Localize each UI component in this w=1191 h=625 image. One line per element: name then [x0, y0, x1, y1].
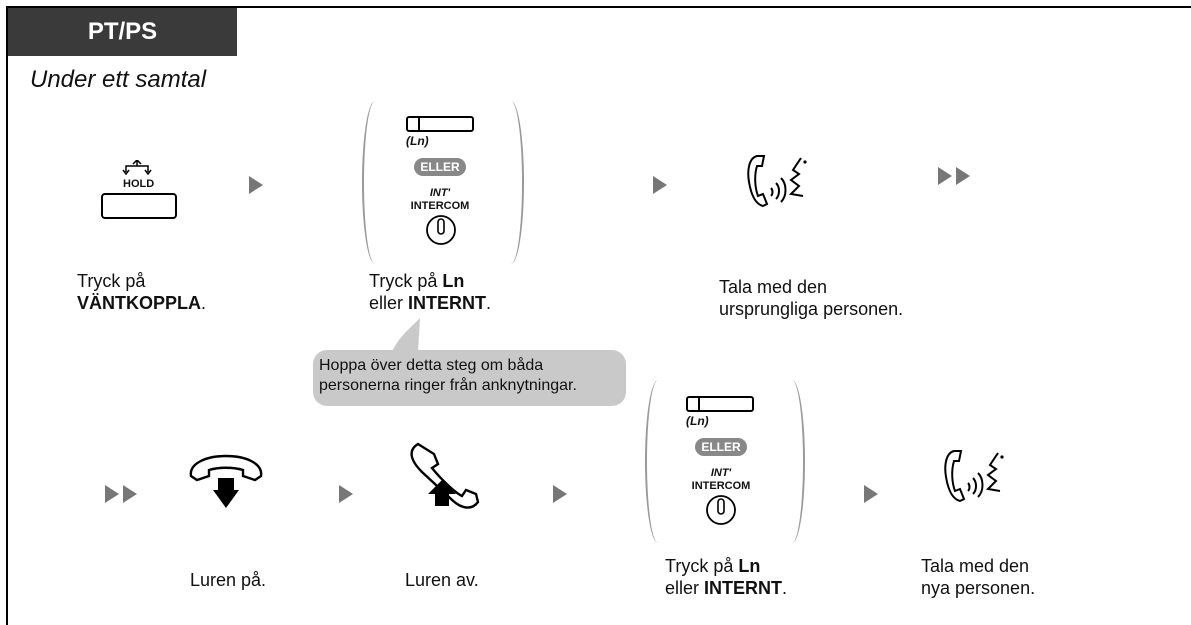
- intercom-key-label: INT' INTERCOM: [402, 187, 478, 213]
- step-arrow-icon: [553, 485, 567, 503]
- ln-key-icon: [686, 396, 754, 412]
- device-tab: PT/PS: [8, 8, 237, 56]
- caption-hold-bold: VÄNTKOPPLA: [77, 293, 202, 313]
- ln-key-label: (Ln): [686, 414, 709, 428]
- int-label: INT': [429, 187, 451, 199]
- ln-key-icon: [406, 116, 474, 132]
- caption-hang-up: Luren på.: [190, 570, 267, 590]
- talk-icon: [944, 450, 1004, 503]
- skip-note-line2: personerna ringer från anknytningar.: [319, 377, 577, 394]
- intercom-label: INTERCOM: [691, 480, 751, 492]
- step-arrow-icon: [864, 485, 878, 503]
- caption-internt-pre: eller: [665, 578, 705, 598]
- caption-talk-line2: ursprungliga personen.: [719, 299, 904, 319]
- handset-down-icon: [189, 454, 263, 508]
- subtitle: Under ett samtal: [30, 66, 207, 93]
- ln-key-label: (Ln): [406, 134, 429, 148]
- caption-ln-pre: Tryck på: [369, 271, 443, 291]
- bracket-right: [498, 101, 524, 264]
- intercom-key-label: INT' INTERCOM: [683, 467, 759, 493]
- hold-key-label: HOLD: [123, 178, 155, 190]
- intercom-button-icon: [706, 495, 736, 525]
- bracket-left: [362, 101, 388, 264]
- caption-internt-bold: INTERNT: [704, 578, 783, 598]
- talk-icon: [747, 155, 807, 208]
- caption-talk-line1: Tala med den: [921, 556, 1030, 576]
- caption-ln-intern-2: Tryck på Ln eller INTERNT.: [665, 555, 787, 599]
- caption-talk-original: Tala med den ursprungliga personen.: [719, 276, 903, 320]
- caption-internt-pre: eller: [369, 293, 409, 313]
- caption-ln-bold: Ln: [738, 556, 761, 576]
- caption-ln-intern: Tryck på Ln eller INTERNT.: [369, 270, 491, 314]
- caption-hold-line1: Tryck på: [77, 271, 146, 291]
- caption-hold: Tryck på VÄNTKOPPLA.: [77, 270, 206, 314]
- hold-key-icon: [101, 193, 177, 219]
- step-arrow-icon: [249, 176, 263, 194]
- caption-ln-pre: Tryck på: [665, 556, 739, 576]
- int-label: INT': [710, 467, 732, 479]
- eller-badge: ELLER: [414, 158, 466, 176]
- caption-pick-up: Luren av.: [405, 570, 479, 590]
- caption-hold-tail: .: [201, 293, 207, 313]
- caption-talk-line2: nya personen.: [921, 578, 1036, 598]
- caption-internt-tail: .: [782, 578, 788, 598]
- bubble-tail: [392, 318, 420, 352]
- continue-arrow-icon: [105, 485, 137, 503]
- bracket-left: [645, 380, 671, 543]
- caption-talk-line1: Tala med den: [719, 277, 828, 297]
- caption-internt-bold: INTERNT: [408, 293, 487, 313]
- skip-note-bubble: Hoppa över detta steg om båda personerna…: [313, 350, 626, 406]
- step-arrow-icon: [339, 485, 353, 503]
- intercom-label: INTERCOM: [410, 200, 470, 212]
- bracket-right: [779, 380, 805, 543]
- handset-up-icon: [410, 442, 480, 509]
- continue-arrow-icon: [938, 167, 970, 185]
- eller-badge: ELLER: [695, 438, 747, 456]
- caption-talk-new: Tala med den nya personen.: [921, 555, 1035, 599]
- step-arrow-icon: [653, 176, 667, 194]
- skip-note-line1: Hoppa över detta steg om båda: [319, 357, 544, 374]
- hold-arrow-icon: [122, 160, 152, 176]
- intercom-button-icon: [426, 215, 456, 245]
- caption-internt-tail: .: [486, 293, 492, 313]
- caption-ln-bold: Ln: [442, 271, 465, 291]
- diagram-frame: [6, 6, 1191, 625]
